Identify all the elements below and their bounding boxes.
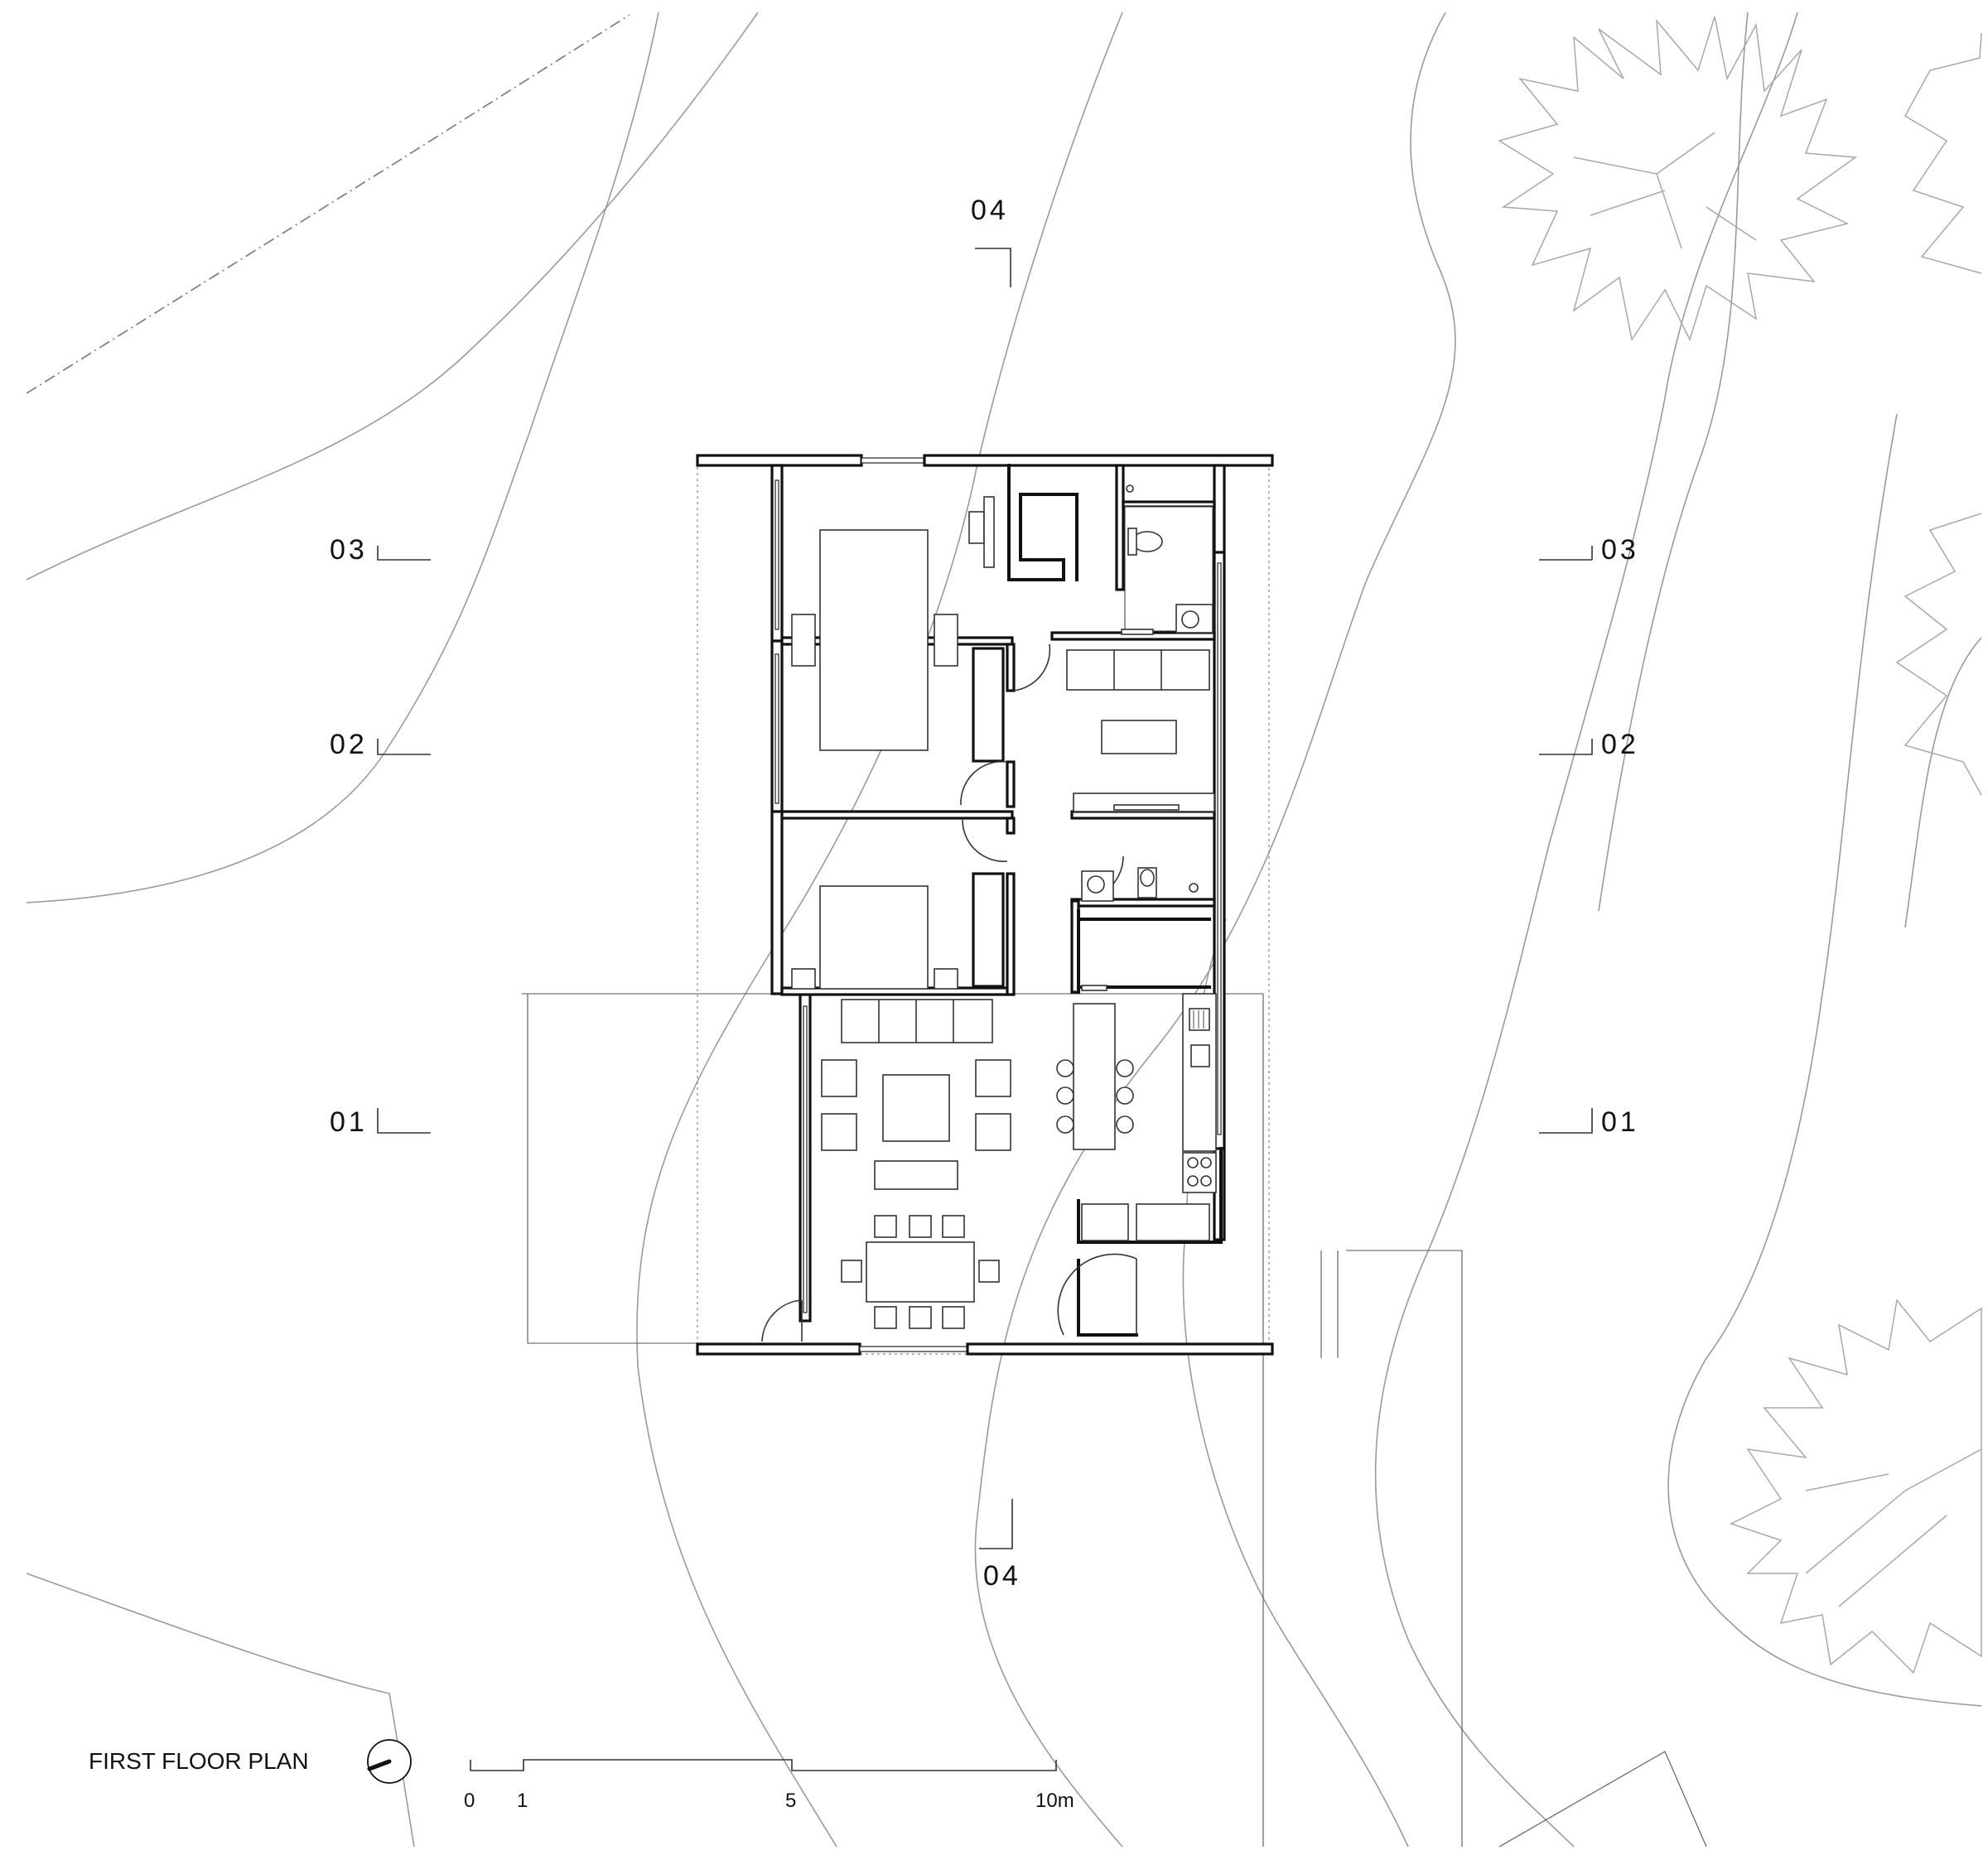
section-mark-04-bottom: 04 <box>983 1560 1021 1592</box>
section-mark-02-left: 02 <box>330 729 368 760</box>
section-mark-01-right: 01 <box>1601 1106 1639 1138</box>
drawing-title: FIRST FLOOR PLAN <box>89 1748 309 1774</box>
section-mark-03-right: 03 <box>1601 534 1639 566</box>
scale-tick-0: 0 <box>464 1790 475 1812</box>
scale-tick-10m: 10m <box>1035 1790 1074 1812</box>
scale-bar: 0 1 5 10m <box>464 1759 1074 1812</box>
north-arrow-icon <box>367 1739 412 1784</box>
section-mark-02-right: 02 <box>1601 729 1639 760</box>
section-mark-01-left: 01 <box>330 1106 368 1138</box>
scale-tick-5: 5 <box>785 1790 796 1812</box>
site-contours <box>26 12 1982 1848</box>
section-markers: 03 03 02 02 01 01 04 04 <box>330 195 1639 1592</box>
title-block: FIRST FLOOR PLAN 0 1 5 10m <box>89 1739 1074 1812</box>
section-mark-03-left: 03 <box>330 534 368 566</box>
furniture <box>791 484 1217 1329</box>
scale-tick-1: 1 <box>517 1790 528 1812</box>
tree-canopy-icon <box>1498 16 1982 1674</box>
section-mark-04-top: 04 <box>971 195 1009 226</box>
